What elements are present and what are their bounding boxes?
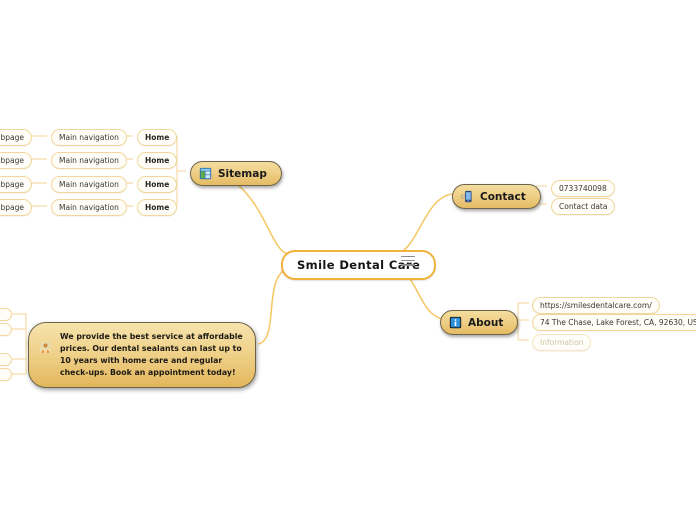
node-subpage-1[interactable]: Subpage xyxy=(0,129,33,146)
node-main-navigation-4[interactable]: Main navigation xyxy=(51,199,127,216)
node-about-information-label: Information xyxy=(540,338,584,347)
node-subpage-1-label: Subpage xyxy=(0,133,25,142)
person-icon xyxy=(39,341,52,354)
node-subpage-3-label: Subpage xyxy=(0,180,25,189)
node-about-address-label: 74 The Chase, Lake Forest, CA, 92630, US… xyxy=(540,318,696,327)
promo-subnode-3[interactable] xyxy=(0,353,12,366)
node-main-navigation-3-label: Main navigation xyxy=(59,180,119,189)
sitemap-window-icon xyxy=(199,167,212,180)
node-main-navigation-4-label: Main navigation xyxy=(59,203,119,212)
node-about-address[interactable]: 74 The Chase, Lake Forest, CA, 92630, US… xyxy=(532,314,696,331)
node-home-4[interactable]: Home xyxy=(137,199,178,216)
promo-subnode-2[interactable] xyxy=(0,323,12,336)
node-home-3-label: Home xyxy=(145,180,170,189)
branch-node-sitemap[interactable]: Sitemap xyxy=(190,161,282,186)
node-about-information[interactable]: Information xyxy=(532,334,592,351)
info-icon xyxy=(449,316,462,329)
promo-callout-text: We provide the best service at affordabl… xyxy=(60,332,243,378)
node-subpage-2-label: Subpage xyxy=(0,156,25,165)
promo-callout-node[interactable]: We provide the best service at affordabl… xyxy=(28,322,256,389)
root-node-label: Smile Dental Care xyxy=(297,258,421,272)
branch-node-about-label: About xyxy=(468,316,504,329)
node-main-navigation-1-label: Main navigation xyxy=(59,133,119,142)
branch-node-sitemap-label: Sitemap xyxy=(218,167,267,180)
node-contact-phone-label: 0733740098 xyxy=(559,184,607,193)
branch-node-contact[interactable]: Contact xyxy=(452,184,541,209)
node-contact-data[interactable]: Contact data xyxy=(551,198,616,215)
node-main-navigation-2-label: Main navigation xyxy=(59,156,119,165)
branch-node-about[interactable]: About xyxy=(440,310,519,335)
node-home-2[interactable]: Home xyxy=(137,152,178,169)
branch-node-contact-label: Contact xyxy=(480,190,526,203)
node-subpage-4[interactable]: Subpage xyxy=(0,199,33,216)
node-home-2-label: Home xyxy=(145,156,170,165)
node-home-1-label: Home xyxy=(145,133,170,142)
node-subpage-2[interactable]: Subpage xyxy=(0,152,33,169)
node-home-1[interactable]: Home xyxy=(137,129,178,146)
node-about-website-label: https://smilesdentalcare.com/ xyxy=(540,301,652,310)
node-main-navigation-3[interactable]: Main navigation xyxy=(51,176,127,193)
node-contact-phone[interactable]: 0733740098 xyxy=(551,180,615,197)
node-home-3[interactable]: Home xyxy=(137,176,178,193)
node-about-website[interactable]: https://smilesdentalcare.com/ xyxy=(532,297,660,314)
promo-subnode-4[interactable] xyxy=(0,368,12,381)
node-contact-data-label: Contact data xyxy=(559,202,608,211)
mobile-phone-icon xyxy=(461,190,472,203)
node-subpage-4-label: Subpage xyxy=(0,203,25,212)
hamburger-icon[interactable] xyxy=(401,253,415,267)
node-main-navigation-1[interactable]: Main navigation xyxy=(51,129,127,146)
root-node[interactable]: Smile Dental Care xyxy=(281,250,437,280)
node-home-4-label: Home xyxy=(145,203,170,212)
node-main-navigation-2[interactable]: Main navigation xyxy=(51,152,127,169)
node-subpage-3[interactable]: Subpage xyxy=(0,176,33,193)
promo-subnode-1[interactable] xyxy=(0,308,12,321)
